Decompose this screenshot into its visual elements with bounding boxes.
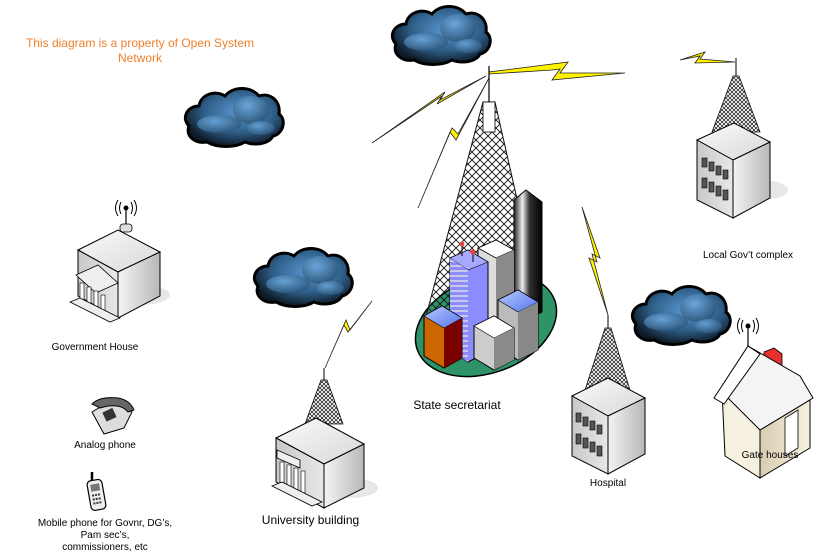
ownership-notice-line1: This diagram is a property of Open Syste… <box>25 36 255 50</box>
gate-houses-label: Gate houses <box>741 450 799 461</box>
ownership-notice-line2: Network <box>117 51 162 65</box>
university-building-label: University building <box>261 513 360 527</box>
cloud-icon <box>252 247 354 308</box>
cloud-icon <box>183 87 285 148</box>
mobile-phone-label-line1: Mobile phone for Govnr, DG’s, <box>37 518 173 529</box>
local-govt-label: Local Gov’t complex <box>702 250 794 261</box>
local-govt-building-icon <box>695 58 788 219</box>
mobile-phone-label: Mobile phone for Govnr, DG’s, Pam sec’s,… <box>15 518 195 554</box>
ownership-notice: This diagram is a property of Open Syste… <box>0 36 280 66</box>
government-house-icon <box>69 199 170 323</box>
mobile-phone-icon <box>86 472 107 511</box>
university-building-icon <box>271 368 378 509</box>
gate-house-icon <box>713 317 814 479</box>
mobile-phone-label-line3: commissioners, etc <box>62 542 148 553</box>
government-house-label: Government House <box>51 342 139 353</box>
state-secretariat-icon <box>414 66 558 378</box>
wireless-link-bolt <box>324 51 736 369</box>
hospital-building-icon <box>570 315 647 475</box>
hospital-label: Hospital <box>589 478 627 489</box>
mobile-phone-label-line2: Pam sec’s, <box>80 530 130 541</box>
telephone-icon <box>91 397 135 435</box>
analog-phone-label: Analog phone <box>74 440 136 451</box>
cloud-icon <box>630 285 732 346</box>
cloud-icon <box>390 5 492 66</box>
state-secretariat-label: State secretariat <box>413 398 501 412</box>
